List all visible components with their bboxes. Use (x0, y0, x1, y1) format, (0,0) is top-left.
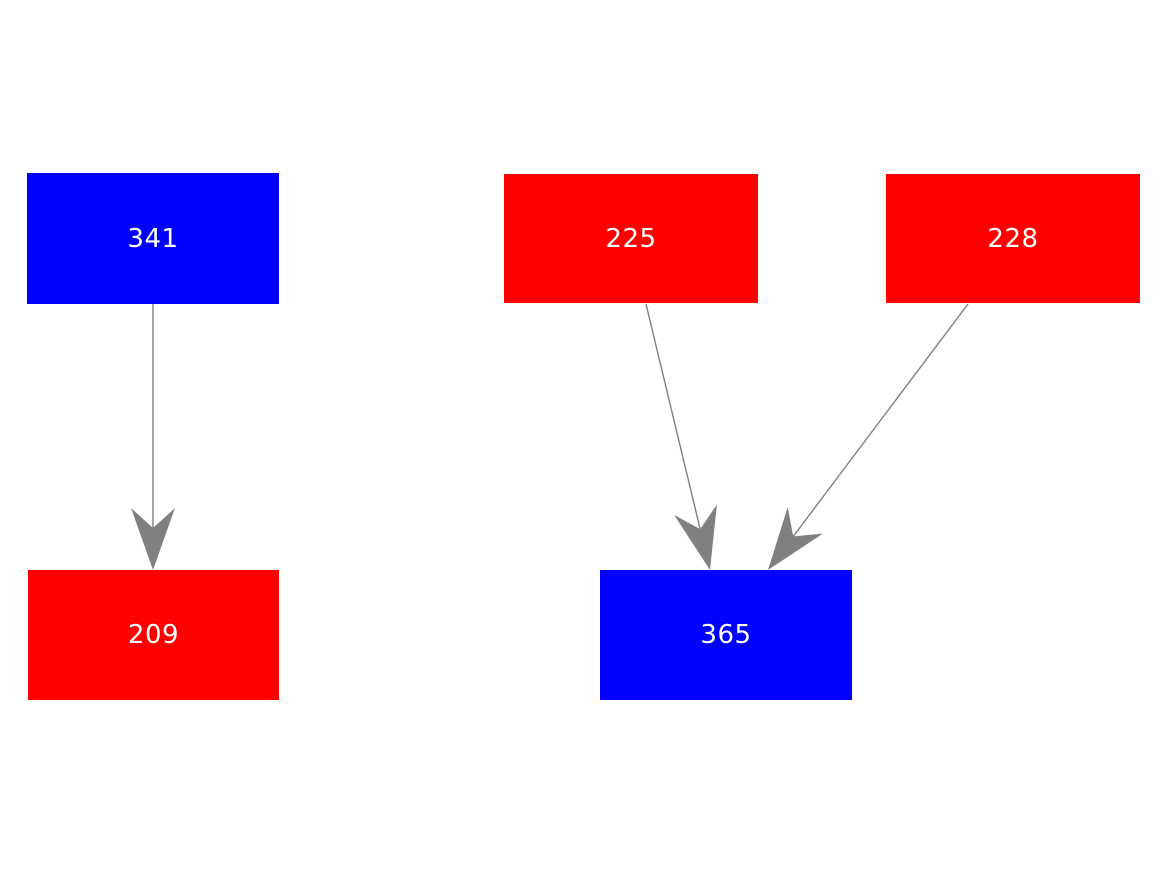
node-341[interactable]: 341 (27, 173, 279, 304)
node-label: 228 (987, 223, 1039, 254)
edge-n341-to-n209 (131, 304, 175, 570)
edge-line (771, 303, 969, 565)
edge-line (645, 303, 709, 563)
edge-n225-to-n365 (645, 303, 717, 570)
arrowhead (674, 504, 717, 570)
node-label: 225 (605, 223, 657, 254)
arrowhead (768, 507, 823, 570)
node-225[interactable]: 225 (504, 174, 758, 303)
edge-n228-to-n365 (768, 303, 969, 570)
node-label: 365 (700, 620, 752, 650)
node-label: 209 (127, 620, 180, 650)
arrowhead (131, 508, 175, 570)
node-228[interactable]: 228 (886, 174, 1140, 303)
node-209[interactable]: 209 (28, 570, 279, 700)
node-365[interactable]: 365 (600, 570, 852, 700)
node-label: 341 (127, 223, 179, 254)
